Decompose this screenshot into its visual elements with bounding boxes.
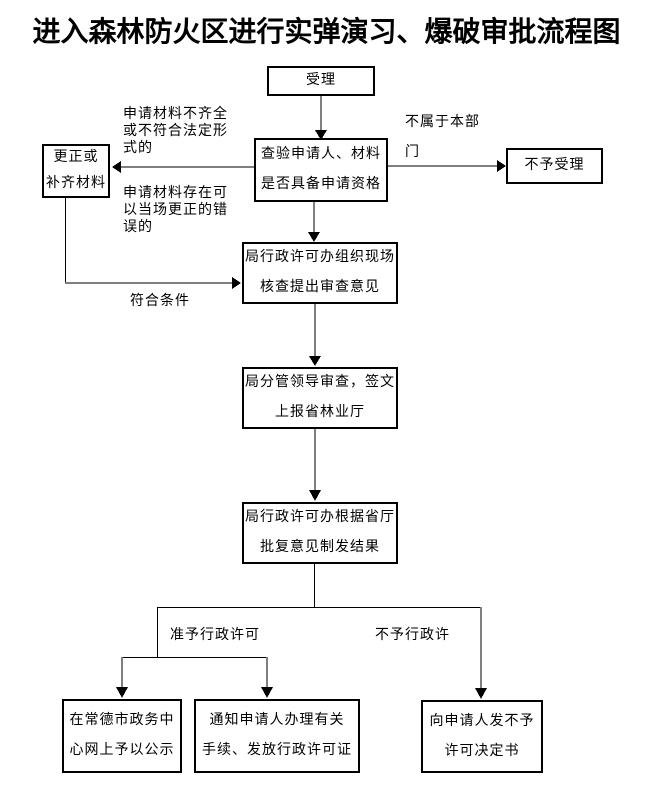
- node-leader-review: 局分管领导审查，签文 上报省林业厅: [242, 367, 398, 429]
- node-issue-result-line1: 局行政许可办根据省厅: [245, 510, 395, 525]
- node-reject-acceptance: 不予受理: [506, 148, 603, 184]
- node-check-qualification: 查验申请人、材料 是否具备申请资格: [254, 138, 388, 202]
- node-publicize-line1: 在常德市政务中: [69, 713, 175, 728]
- node-issue-result-line2: 批复意见制发结果: [260, 540, 380, 555]
- arrowhead-to-notify: [261, 687, 273, 698]
- node-deny-letter-line1: 向申请人发不予: [429, 713, 535, 729]
- arrowhead-to-deny-letter: [475, 688, 487, 699]
- node-site-review: 局行政许可办组织现场 核查提出审查意见: [242, 242, 398, 304]
- node-site-review-line2: 核查提出审查意见: [260, 280, 380, 295]
- arrowhead-correct-to-site-review: [232, 277, 241, 289]
- arrowhead-check-to-site-review: [308, 232, 320, 242]
- node-correct-line1: 更正或: [53, 150, 99, 165]
- arrowhead-check-to-correct: [112, 161, 121, 173]
- node-site-review-line1: 局行政许可办组织现场: [245, 250, 395, 265]
- edge-label-correctable-errors: 申请材料存在可 以当场更正的错 误的: [123, 186, 228, 235]
- node-leader-review-line2: 上报省林业厅: [275, 405, 365, 420]
- edge-label-meets-condition: 符合条件: [130, 294, 190, 309]
- arrowhead-check-to-reject: [497, 160, 506, 172]
- edge-label-not-department: 不属于本部 门: [405, 115, 480, 160]
- node-deny-letter: 向申请人发不予 许可决定书: [421, 700, 543, 773]
- edge-label-deny-permit: 不予行政许: [375, 628, 450, 643]
- node-check-line2: 是否具备申请资格: [261, 177, 381, 192]
- node-correct-materials: 更正或 补齐材料: [42, 144, 110, 198]
- node-notify-line2: 手续、发放行政许可证: [202, 743, 352, 758]
- arrowhead-to-publicize: [116, 687, 128, 698]
- edge-label-grant-permit: 准予行政许可: [170, 628, 260, 643]
- node-issue-result: 局行政许可办根据省厅 批复意见制发结果: [242, 502, 398, 564]
- node-notify-line1: 通知申请人办理有关: [209, 713, 345, 728]
- node-leader-review-line1: 局分管领导审查，签文: [245, 375, 395, 390]
- page-title: 进入森林防火区进行实弹演习、爆破审批流程图: [32, 17, 621, 48]
- node-deny-letter-line2: 许可决定书: [444, 743, 520, 759]
- node-check-line1: 查验申请人、材料: [261, 147, 381, 162]
- node-publicize: 在常德市政务中 心网上予以公示: [62, 699, 182, 773]
- node-correct-line2: 补齐材料: [46, 176, 106, 191]
- node-reject-acceptance-label: 不予受理: [524, 158, 585, 173]
- edge-label-incomplete-materials: 申请材料不齐全 或不符合法定形 式的: [123, 107, 228, 156]
- node-accept-label: 受理: [306, 73, 336, 88]
- arrowhead-site-to-leader: [309, 356, 321, 366]
- node-publicize-line2: 心网上予以公示: [69, 743, 175, 758]
- node-accept: 受理: [267, 66, 375, 96]
- arrowhead-leader-to-issue: [309, 490, 321, 501]
- node-notify-applicant: 通知申请人办理有关 手续、发放行政许可证: [194, 699, 360, 773]
